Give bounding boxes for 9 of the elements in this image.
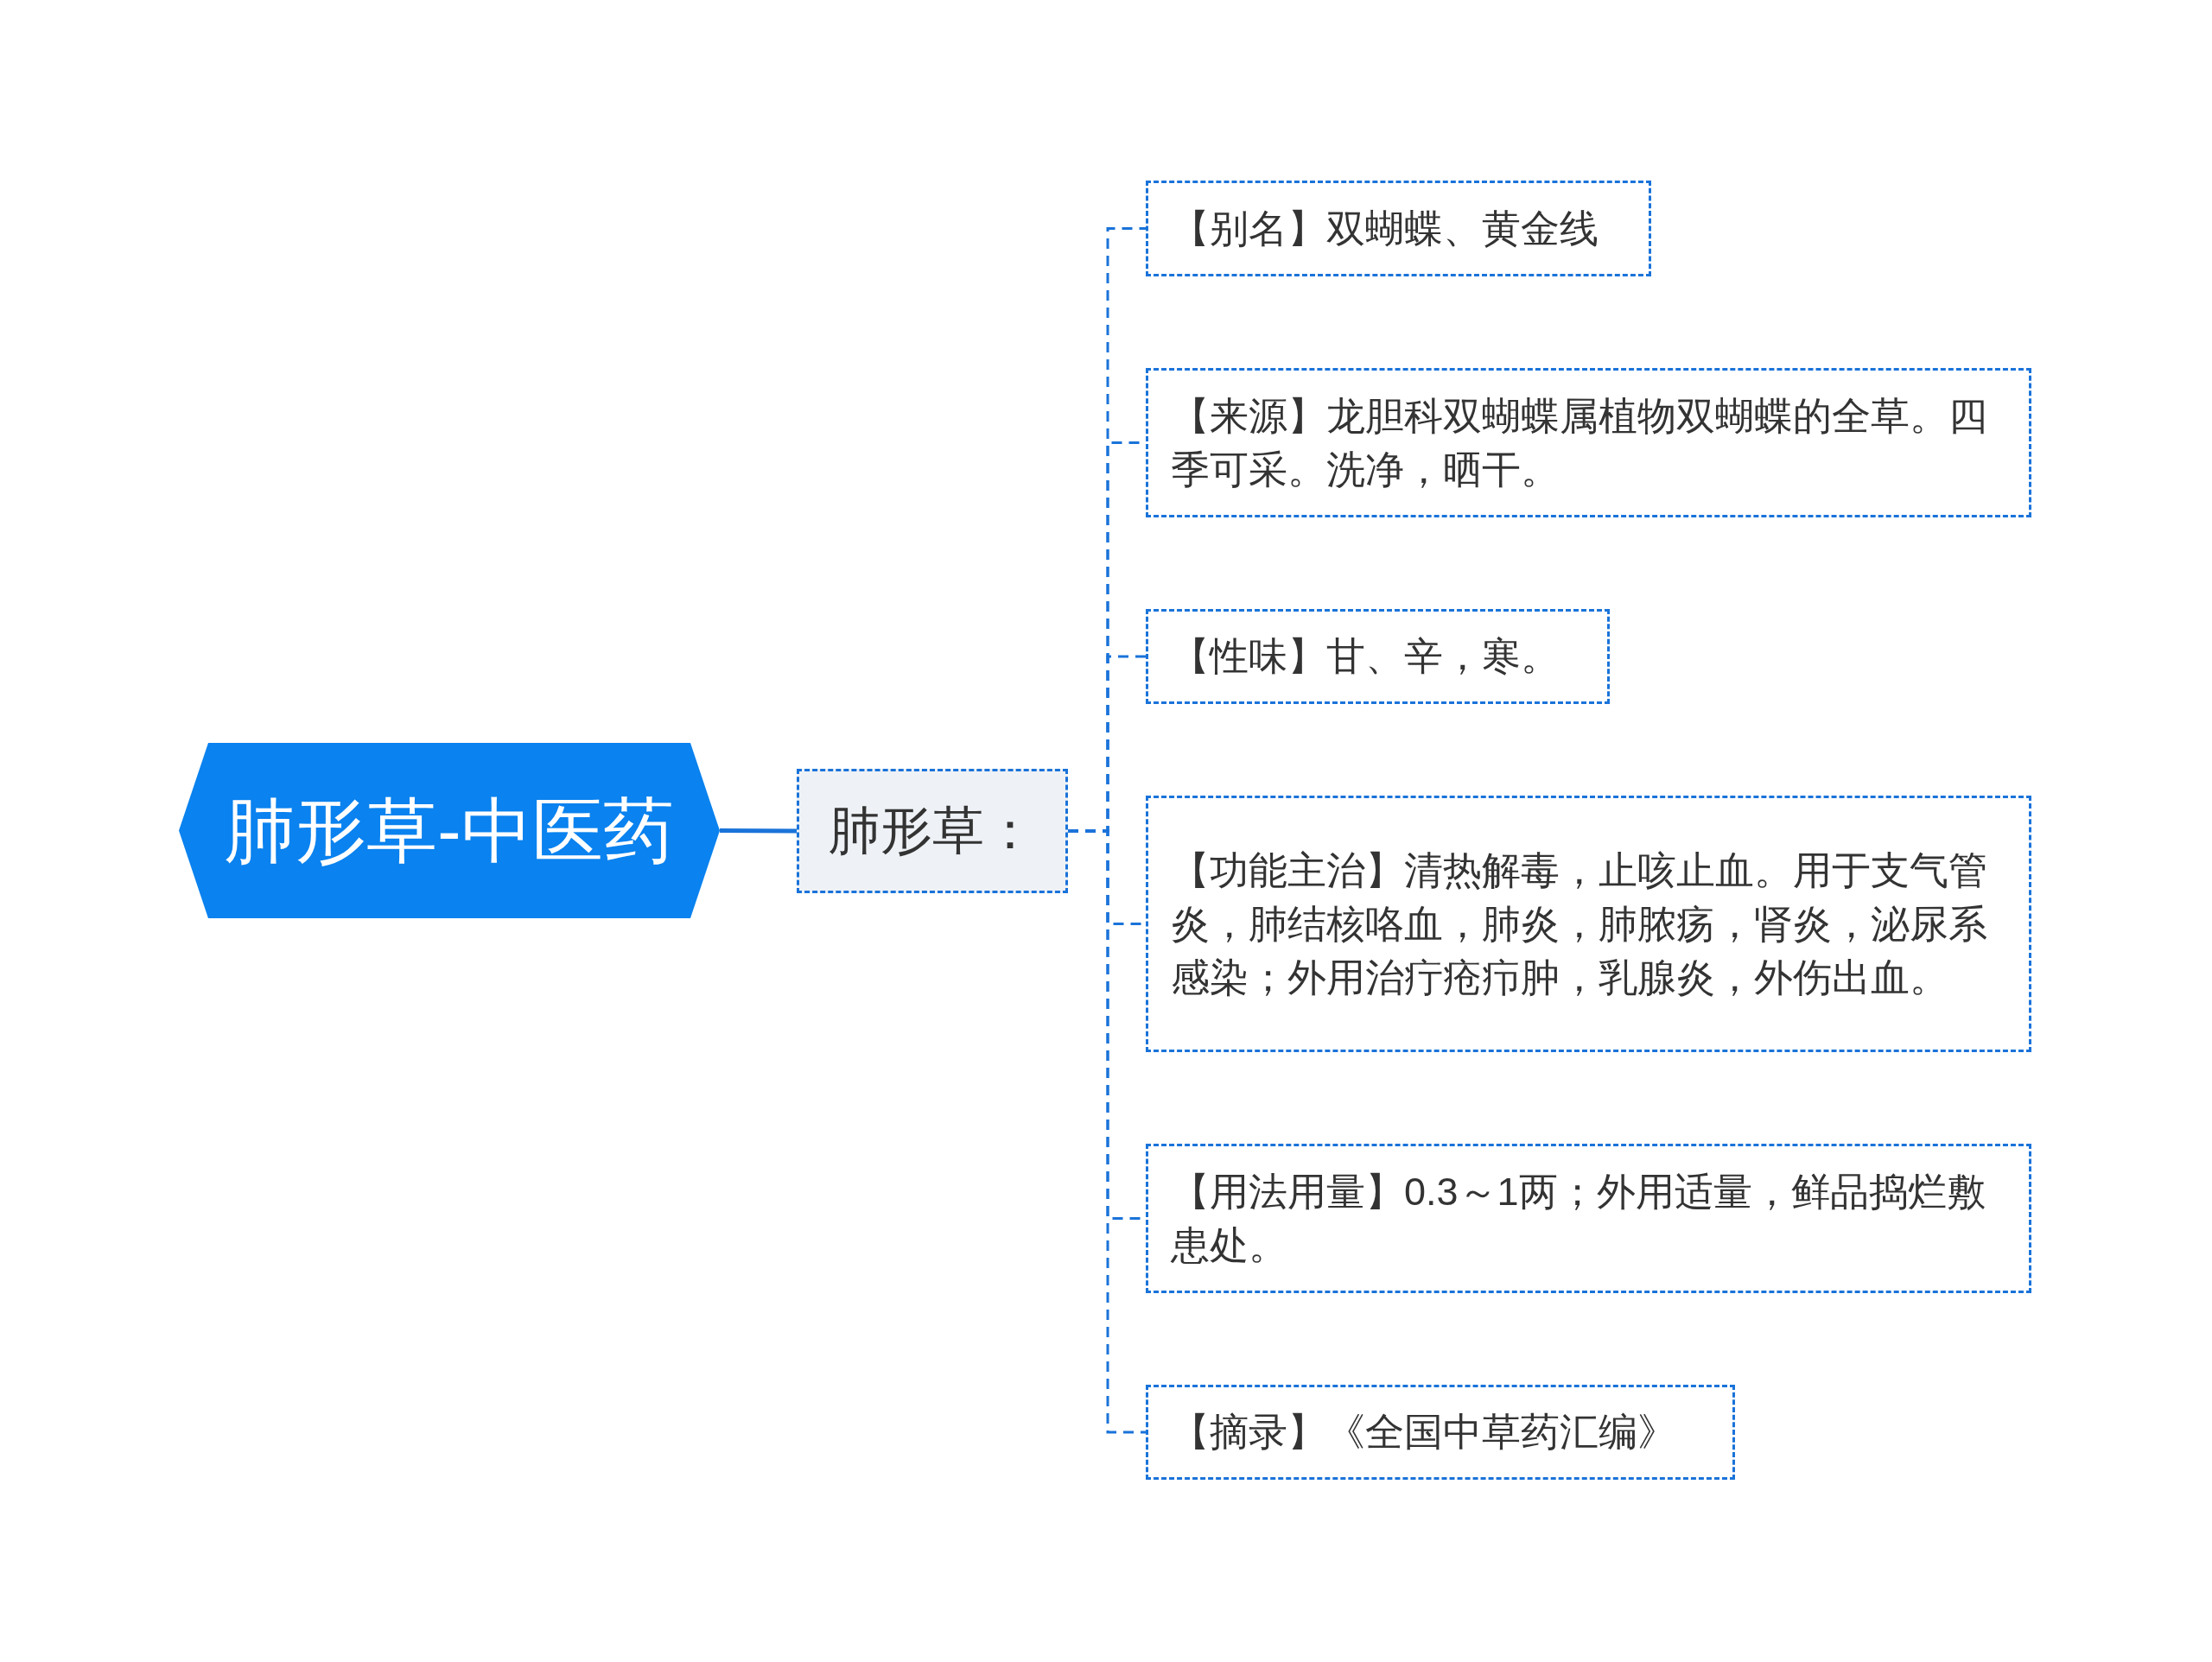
connector-line xyxy=(720,828,797,834)
subtopic-box: 【来源】龙胆科双蝴蝶属植物双蝴蝶的全草。四季可采。洗净，晒干。 xyxy=(1146,368,2031,517)
root-topic: 肺形草-中医药 xyxy=(179,743,720,918)
subtopic-box: 【功能主治】清热解毒，止咳止血。用于支气管炎，肺结核咯血，肺炎，肺脓疡，肾炎，泌尿系感染；外用治疔疮疖肿，乳腺炎，外伤出血。 xyxy=(1146,796,2031,1052)
branch-topic: 肺形草： xyxy=(797,769,1068,893)
subtopic-box: 【性味】甘、辛，寒。 xyxy=(1146,609,1610,704)
subtopic-box: 【用法用量】0.3～1两；外用适量，鲜品捣烂敷患处。 xyxy=(1146,1144,2031,1293)
subtopic-box: 【别名】双蝴蝶、黄金线 xyxy=(1146,181,1651,276)
subtopic-box: 【摘录】《全国中草药汇编》 xyxy=(1146,1385,1735,1480)
